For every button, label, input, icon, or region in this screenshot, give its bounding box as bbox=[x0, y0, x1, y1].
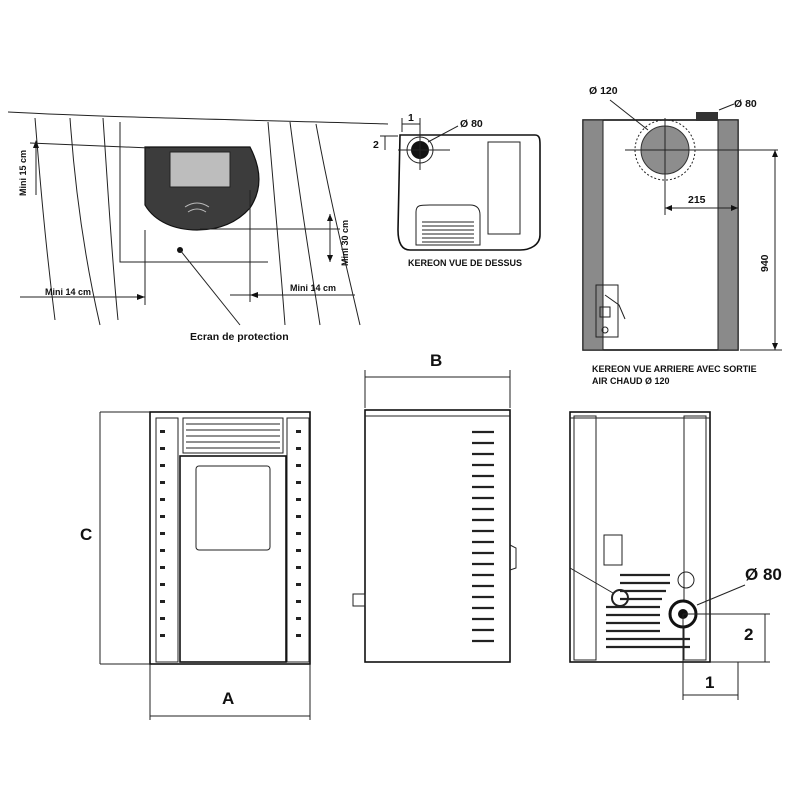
top-grille bbox=[182, 417, 284, 454]
label-top-dim-2: 2 bbox=[373, 139, 379, 151]
label-rear-dim-215: 215 bbox=[688, 194, 706, 206]
floor-arc-3 bbox=[102, 117, 119, 321]
stove-display bbox=[169, 151, 231, 188]
label-dim-B: B bbox=[430, 351, 442, 370]
installation-plan-view: Mini 15 cm Mini 30 cm Mini 14 cm Mini 14… bbox=[7, 111, 389, 343]
front-right-panel bbox=[286, 417, 310, 663]
front-view: C A bbox=[80, 411, 311, 720]
vent-icon bbox=[184, 202, 210, 213]
label-ecran: Ecran de protection bbox=[190, 331, 289, 343]
side-handle-icon bbox=[509, 544, 517, 571]
back-left-panel bbox=[573, 415, 597, 661]
back-body bbox=[569, 411, 711, 663]
rear-view-standard: Ø 80 2 1 bbox=[569, 411, 782, 700]
rear-view-hot-air: Ø 120 Ø 80 215 940 KEREON VUE ARRIERE AV… bbox=[582, 85, 782, 386]
arrow-down-icon bbox=[327, 255, 333, 262]
door-glass bbox=[195, 465, 271, 551]
arrow-up-icon bbox=[772, 150, 778, 157]
diam-leader bbox=[427, 125, 459, 143]
dim-ext-15 bbox=[29, 142, 151, 149]
back-small-port-icon bbox=[677, 571, 695, 589]
label-dim-A: A bbox=[222, 689, 234, 708]
label-rear-caption-2: AIR CHAUD Ø 120 bbox=[592, 376, 670, 386]
air-intake-leader bbox=[569, 567, 614, 594]
side-view: B bbox=[352, 351, 517, 663]
protection-screen-outline bbox=[119, 122, 268, 263]
right-side-panel bbox=[717, 119, 739, 351]
side-knob-icon bbox=[352, 593, 366, 607]
arrow-up-icon bbox=[327, 214, 333, 221]
label-top-diam: Ø 80 bbox=[460, 118, 483, 130]
switch-icon bbox=[599, 306, 611, 318]
back-control-box bbox=[603, 534, 623, 566]
label-back-dim-2: 2 bbox=[744, 625, 753, 644]
wall-line bbox=[7, 111, 389, 125]
screen-leader-line bbox=[179, 249, 241, 326]
top-view: 1 2 Ø 80 KEREON VUE DE DESSUS bbox=[373, 112, 541, 268]
label-mini-30: Mini 30 cm bbox=[340, 220, 350, 266]
label-rear-diam-80: Ø 80 bbox=[734, 98, 757, 110]
hopper-lid bbox=[487, 141, 521, 235]
top-grille-bars bbox=[186, 423, 280, 449]
label-top-dim-1: 1 bbox=[408, 112, 414, 124]
cable-icon bbox=[604, 294, 626, 320]
arrow-down-icon bbox=[772, 343, 778, 350]
floor-arc-5 bbox=[289, 121, 321, 326]
socket-icon bbox=[601, 326, 609, 334]
back-diam-leader bbox=[696, 584, 746, 606]
label-mini-15: Mini 15 cm bbox=[18, 150, 28, 196]
arrow-right-icon bbox=[137, 294, 145, 300]
top-view-body bbox=[397, 134, 541, 251]
label-rear-diam-120: Ø 120 bbox=[589, 85, 618, 97]
side-body bbox=[364, 409, 511, 663]
floor-arc-1 bbox=[34, 117, 56, 321]
control-box bbox=[595, 284, 619, 338]
front-door bbox=[179, 455, 287, 663]
diam-120-leader bbox=[609, 99, 649, 131]
label-rear-dim-940: 940 bbox=[759, 254, 771, 272]
left-side-panel bbox=[582, 119, 604, 351]
front-body bbox=[149, 411, 311, 665]
arrow-left-icon bbox=[250, 292, 258, 298]
arrow-left-icon bbox=[665, 205, 672, 211]
grille-slots bbox=[422, 221, 474, 243]
grille-panel bbox=[415, 204, 481, 246]
label-mini-14-right: Mini 14 cm bbox=[290, 283, 336, 293]
diam-80-leader bbox=[718, 103, 735, 111]
floor-arc-4 bbox=[267, 121, 286, 326]
front-side-slots bbox=[160, 430, 301, 637]
label-top-caption: KEREON VUE DE DESSUS bbox=[408, 258, 522, 268]
label-mini-14-left: Mini 14 cm bbox=[45, 287, 91, 297]
label-rear-caption-1: KEREON VUE ARRIERE AVEC SORTIE bbox=[592, 364, 757, 374]
back-right-panel bbox=[683, 415, 707, 661]
label-dim-C: C bbox=[80, 525, 92, 544]
arrow-right-icon bbox=[731, 205, 738, 211]
side-vent-slots bbox=[472, 430, 494, 643]
front-left-panel bbox=[155, 417, 179, 663]
arrow-up-icon bbox=[33, 140, 39, 148]
air-intake-icon bbox=[611, 589, 629, 607]
flue-spigot-icon bbox=[696, 112, 718, 121]
label-back-dim-1: 1 bbox=[705, 673, 714, 692]
back-vent-slots bbox=[606, 573, 690, 649]
label-back-diam: Ø 80 bbox=[745, 565, 782, 584]
